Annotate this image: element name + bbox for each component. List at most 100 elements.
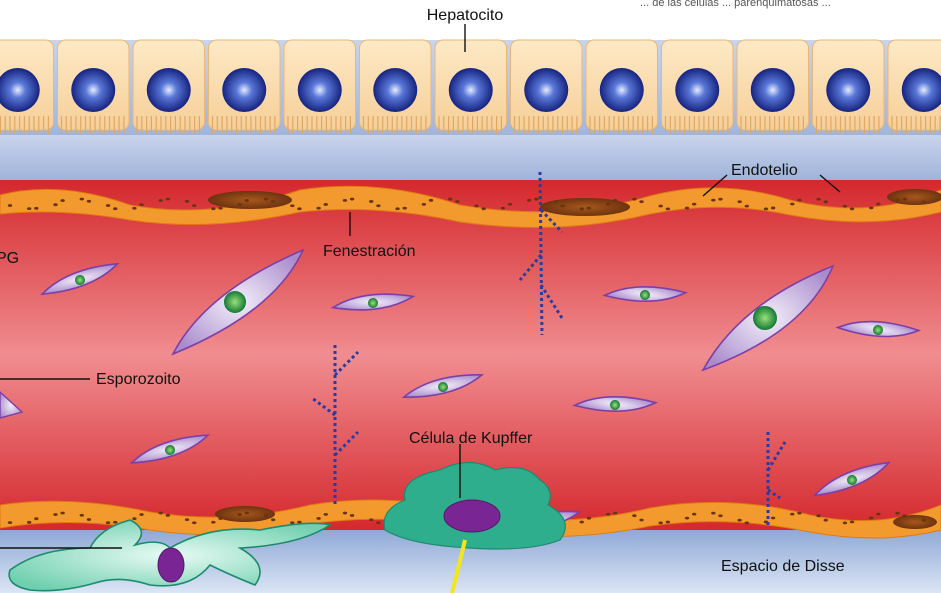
endothelial-granule — [369, 200, 373, 203]
endothelial-granule — [448, 198, 452, 201]
endothelial-granule — [613, 199, 617, 202]
endothelial-granule — [797, 199, 801, 202]
hepatocyte-cell — [284, 40, 356, 134]
endothelial-granule — [80, 514, 84, 517]
endothelial-granule — [843, 205, 847, 208]
hepatocyte-nucleus — [71, 68, 115, 112]
endothelial-granule — [613, 512, 617, 515]
endothelial-granule — [376, 521, 380, 524]
endothelial-granule — [324, 513, 328, 516]
hepatocyte-cell — [209, 40, 281, 134]
endothelial-granule — [395, 207, 399, 210]
endothelial-granule — [869, 517, 873, 520]
endothelial-granule — [113, 521, 117, 524]
endothelial-granule — [271, 518, 275, 521]
hepatocyte-cell — [586, 40, 658, 134]
endothelial-granule — [685, 517, 689, 520]
endothelial-granule — [60, 512, 64, 515]
endothelial-granule — [290, 204, 294, 207]
endothelial-granule — [53, 203, 57, 206]
endothelial-granule — [869, 206, 873, 209]
endothelial-granule — [659, 521, 663, 524]
endothelial-granule — [60, 199, 64, 202]
endothelial-granule — [80, 198, 84, 201]
endothelial-granule — [192, 521, 196, 524]
endothelial-granule — [534, 198, 538, 201]
endothelial-granule — [692, 203, 696, 206]
label-kupffer: Célula de Kupffer — [409, 430, 533, 447]
endothelial-granule — [508, 203, 512, 206]
endothelial-granule — [350, 198, 354, 201]
endothelial-granule — [560, 205, 564, 208]
endothelial-granule — [34, 517, 38, 520]
endothelial-granule — [185, 518, 189, 521]
endothelial-granule — [290, 521, 294, 524]
endothelial-granule — [816, 514, 820, 517]
endothelial-granule — [771, 207, 775, 210]
endothelial-granule — [106, 521, 110, 524]
hepatocyte-nucleus — [222, 68, 266, 112]
label-endothelium: Endotelio — [731, 162, 798, 179]
endothelial-granule — [27, 521, 31, 524]
endothelial-granule — [159, 199, 163, 202]
endothelial-granule — [185, 200, 189, 203]
endothelial-granule — [474, 204, 478, 207]
hepatocyte-nucleus — [600, 68, 644, 112]
endothelial-granule — [850, 207, 854, 210]
endothelial-granule — [824, 519, 828, 522]
endothelial-granule — [553, 200, 557, 203]
hepatocyte-cell — [133, 40, 205, 134]
endothelial-granule — [245, 199, 249, 202]
hepatocyte-cell — [0, 40, 54, 134]
endothelial-granule — [501, 207, 505, 210]
hepatocyte-nucleus — [298, 68, 342, 112]
fenestration-hole — [208, 191, 292, 209]
hepatocyte-nucleus — [449, 68, 493, 112]
hepatocyte-cell — [662, 40, 734, 134]
endothelial-granule — [297, 207, 301, 210]
label-pg: PG — [0, 250, 19, 267]
hepatocyte-nucleus — [826, 68, 870, 112]
endothelial-granule — [745, 521, 749, 524]
endothelial-granule — [218, 207, 222, 210]
hepatocyte-nucleus — [675, 68, 719, 112]
endothelial-granule — [632, 514, 636, 517]
fenestration-hole — [887, 189, 941, 205]
endothelial-granule — [797, 512, 801, 515]
endothelial-granule — [166, 514, 170, 517]
caption-fragment: ... de las células ... parenquimatosas .… — [640, 0, 831, 9]
label-sporozoite: Esporozoito — [96, 371, 181, 388]
endothelial-granule — [139, 203, 143, 206]
hepatocyte-nucleus — [524, 68, 568, 112]
hepatocyte-cell — [511, 40, 583, 134]
endothelial-granule — [316, 517, 320, 520]
endothelial-granule — [316, 207, 320, 210]
endothelial-granule — [895, 199, 899, 202]
endothelial-granule — [711, 199, 715, 202]
endothelial-granule — [587, 517, 591, 520]
endothelial-granule — [237, 513, 241, 516]
endothelial-granule — [895, 512, 899, 515]
endothelial-granule — [455, 200, 459, 203]
endothelial-granule — [639, 200, 643, 203]
endothelial-granule — [824, 200, 828, 203]
endothelial-granule — [211, 521, 215, 524]
endothelial-granule — [771, 517, 775, 520]
endothelial-granule — [132, 517, 136, 520]
endothelial-granule — [481, 207, 485, 210]
hepatocyte-nucleus — [751, 68, 795, 112]
endothelial-granule — [343, 512, 347, 515]
endothelial-granule — [8, 204, 12, 207]
endothelial-granule — [876, 203, 880, 206]
endothelial-granule — [790, 513, 794, 516]
endothelial-granule — [737, 200, 741, 203]
endothelial-granule — [745, 205, 749, 208]
endothelial-granule — [264, 514, 268, 517]
endothelial-granule — [922, 519, 926, 522]
endothelial-granule — [876, 513, 880, 516]
label-fenestration: Fenestración — [323, 243, 416, 260]
endothelial-granule — [166, 198, 170, 201]
endothelial-granule — [580, 207, 584, 210]
endothelial-granule — [271, 200, 275, 203]
endothelial-granule — [639, 519, 643, 522]
